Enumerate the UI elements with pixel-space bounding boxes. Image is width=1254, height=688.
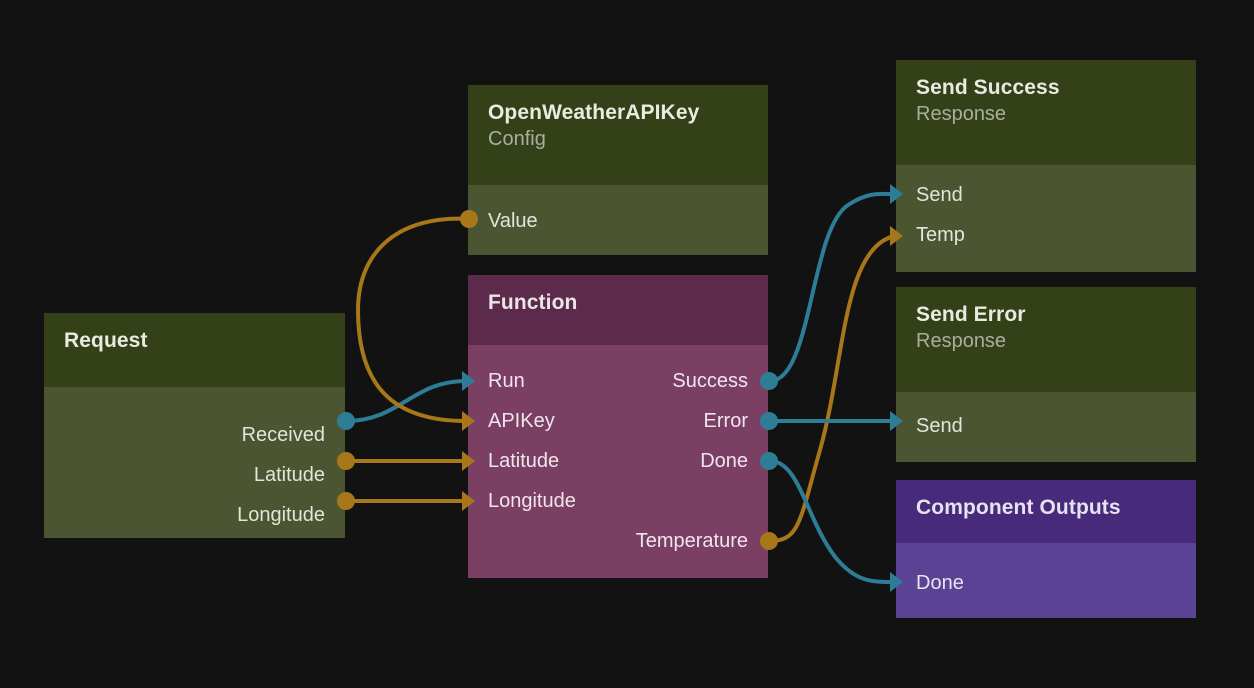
wire-received-to-run xyxy=(344,379,468,423)
port-dot-function-error[interactable] xyxy=(760,412,778,430)
port-function-longitude[interactable]: Longitude xyxy=(488,490,576,512)
port-function-run[interactable]: Run xyxy=(488,370,525,392)
node-openweatherapikey-subtitle: Config xyxy=(488,128,546,150)
node-function[interactable]: Function Run APIKey Latitude Longitude S… xyxy=(468,275,768,578)
port-dot-function-done[interactable] xyxy=(760,452,778,470)
port-arrow-function-run[interactable] xyxy=(462,371,475,391)
node-send-error-header: Send Error Response xyxy=(896,287,1196,392)
node-send-error-subtitle: Response xyxy=(916,330,1007,352)
port-function-error[interactable]: Error xyxy=(703,410,748,432)
node-request-header: Request xyxy=(44,313,345,387)
port-request-longitude[interactable]: Longitude xyxy=(237,504,325,526)
node-send-success[interactable]: Send Success Response Send Temp xyxy=(896,60,1196,272)
port-arrow-component-outputs-done[interactable] xyxy=(890,572,903,592)
port-dot-request-latitude[interactable] xyxy=(337,452,355,470)
port-dot-function-success[interactable] xyxy=(760,372,778,390)
port-openweatherapikey-value[interactable]: Value xyxy=(488,210,538,232)
wire-done-to-done xyxy=(768,459,896,584)
node-component-outputs-body: Done xyxy=(896,543,1196,618)
node-request-title: Request xyxy=(64,329,148,352)
node-send-error-title: Send Error xyxy=(916,303,1026,326)
node-openweatherapikey-title: OpenWeatherAPIKey xyxy=(488,101,700,124)
port-function-done[interactable]: Done xyxy=(700,450,748,472)
node-send-success-body: Send Temp xyxy=(896,165,1196,272)
node-send-success-title: Send Success xyxy=(916,76,1060,99)
port-arrow-send-error-send[interactable] xyxy=(890,411,903,431)
node-send-success-header: Send Success Response xyxy=(896,60,1196,165)
wire-temperature-to-temp xyxy=(768,234,896,543)
port-function-latitude[interactable]: Latitude xyxy=(488,450,560,472)
node-component-outputs[interactable]: Component Outputs Done xyxy=(896,480,1196,618)
node-component-outputs-title: Component Outputs xyxy=(916,496,1121,519)
port-dot-request-received[interactable] xyxy=(337,412,355,430)
port-send-error-send[interactable]: Send xyxy=(916,415,963,437)
node-openweatherapikey[interactable]: OpenWeatherAPIKey Config Value xyxy=(468,85,768,255)
node-function-title: Function xyxy=(488,291,578,314)
port-function-temperature[interactable]: Temperature xyxy=(635,530,748,552)
port-function-apikey[interactable]: APIKey xyxy=(488,410,555,432)
node-request[interactable]: Request Received Latitude Longitude xyxy=(44,313,345,538)
node-request-body: Received Latitude Longitude xyxy=(44,387,345,538)
node-function-header: Function xyxy=(468,275,768,345)
port-arrow-function-latitude[interactable] xyxy=(462,451,475,471)
port-arrow-send-success-temp[interactable] xyxy=(890,226,903,246)
node-openweatherapikey-header: OpenWeatherAPIKey Config xyxy=(468,85,768,185)
port-arrow-function-longitude[interactable] xyxy=(462,491,475,511)
node-send-error-body: Send xyxy=(896,392,1196,462)
wire-success-to-send xyxy=(768,191,896,383)
node-send-error[interactable]: Send Error Response Send xyxy=(896,287,1196,462)
port-dot-openweatherapikey-value[interactable] xyxy=(460,210,478,228)
port-component-outputs-done[interactable]: Done xyxy=(916,572,964,594)
node-function-body: Run APIKey Latitude Longitude Success Er… xyxy=(468,345,768,578)
port-request-received[interactable]: Received xyxy=(241,424,325,446)
port-dot-function-temperature[interactable] xyxy=(760,532,778,550)
node-openweatherapikey-body: Value xyxy=(468,185,768,255)
port-send-success-send[interactable]: Send xyxy=(916,184,963,206)
node-component-outputs-header: Component Outputs xyxy=(896,480,1196,543)
port-arrow-function-apikey[interactable] xyxy=(462,411,475,431)
port-dot-request-longitude[interactable] xyxy=(337,492,355,510)
port-arrow-send-success-send[interactable] xyxy=(890,184,903,204)
node-send-success-subtitle: Response xyxy=(916,103,1007,125)
port-send-success-temp[interactable]: Temp xyxy=(916,224,965,246)
wire-value-to-apikey xyxy=(355,216,471,423)
port-function-success[interactable]: Success xyxy=(672,370,748,392)
port-request-latitude[interactable]: Latitude xyxy=(253,464,325,486)
